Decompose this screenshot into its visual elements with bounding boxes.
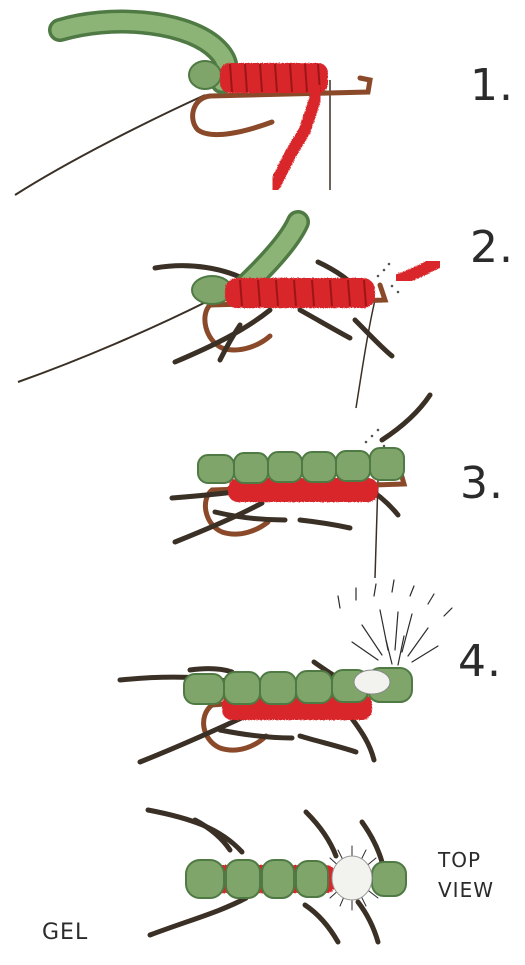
step-4-drawing <box>120 580 452 762</box>
foam-segments <box>198 448 404 483</box>
chenille-tag <box>275 90 318 185</box>
top-view-label-line2: VIEW <box>438 878 494 902</box>
hackle-collar <box>332 856 372 900</box>
hackle-fibers <box>338 580 452 665</box>
rubber-legs <box>155 262 392 362</box>
step-2-label: 2. <box>470 222 514 273</box>
top-view-drawing <box>148 810 406 942</box>
bobbin-thread <box>356 300 375 408</box>
step-4-label: 4. <box>458 636 502 687</box>
thread-line <box>18 300 210 382</box>
artist-signature: GEL <box>42 920 88 945</box>
thread-line <box>15 95 205 195</box>
chenille-tag <box>398 262 438 280</box>
step-3-label: 3. <box>460 458 504 509</box>
top-view-label-line1: TOP <box>438 848 481 872</box>
step-1-label: 1. <box>470 60 514 111</box>
chenille-body <box>225 278 375 308</box>
foam-tie-in <box>189 61 221 89</box>
step-3-drawing <box>172 395 430 578</box>
chenille-body <box>220 63 328 93</box>
hackle-collar <box>354 670 390 694</box>
step-2-drawing <box>18 222 438 408</box>
step-1-drawing <box>15 22 370 195</box>
